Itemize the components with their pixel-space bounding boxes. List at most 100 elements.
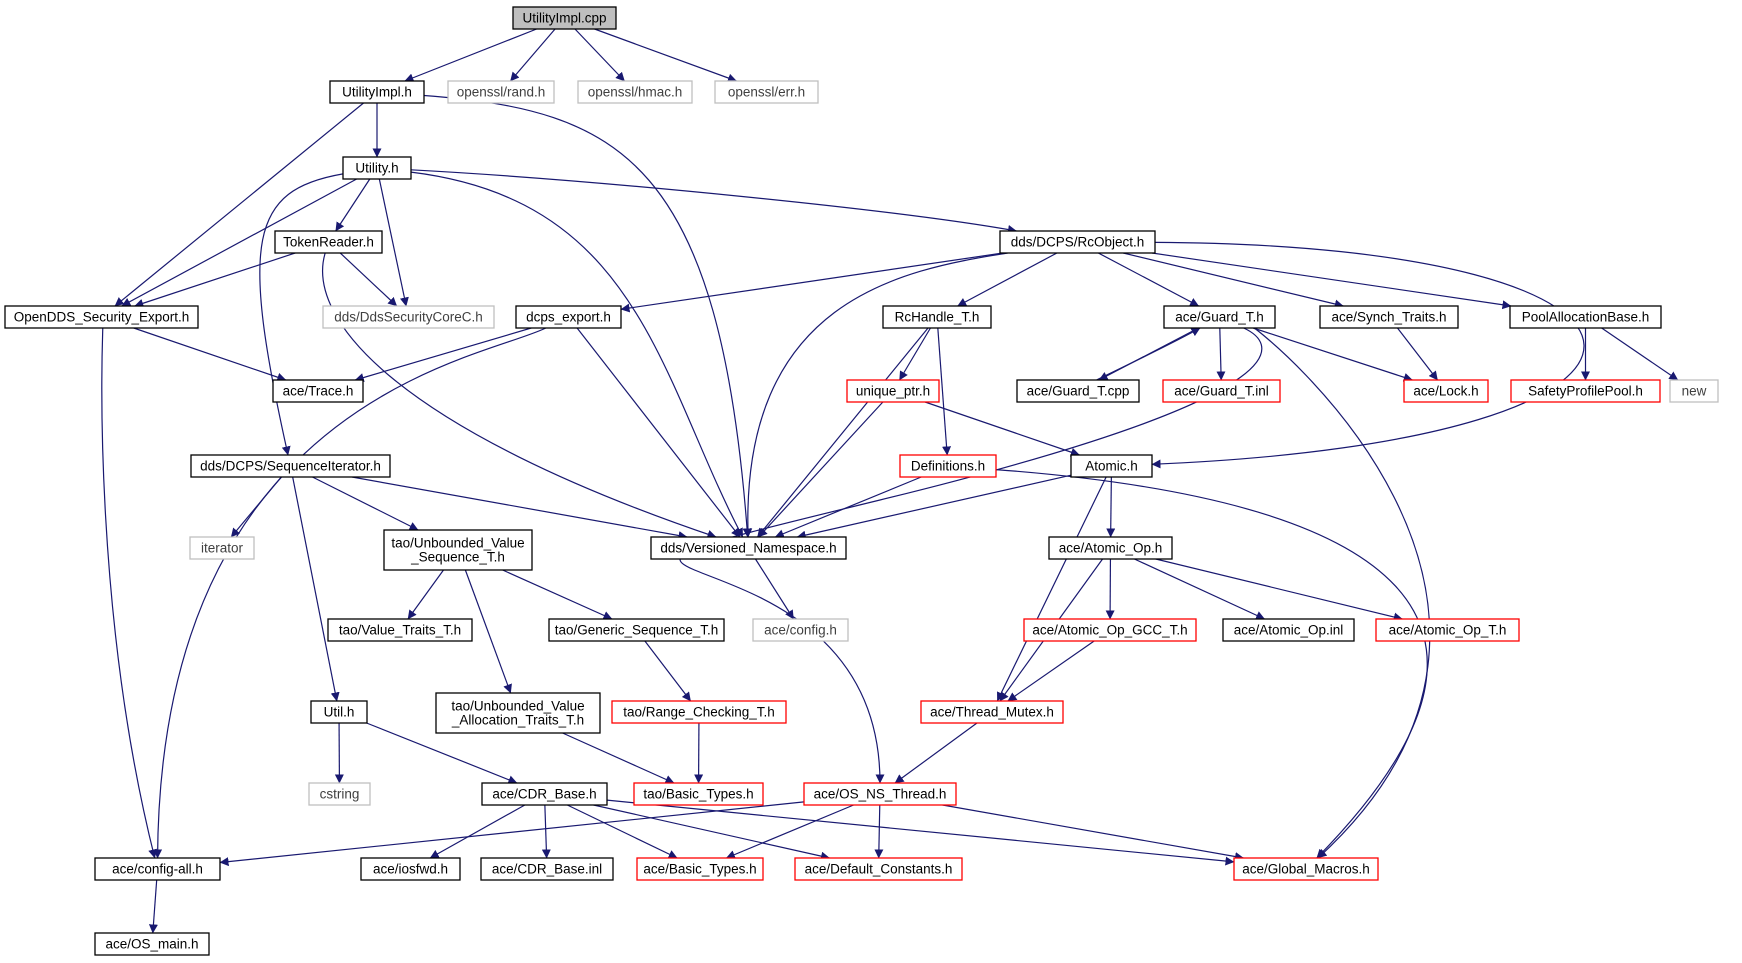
- edge-dcps-export-to-versioned-ns: [576, 327, 741, 538]
- node-box: [1162, 379, 1281, 403]
- edge-unbounded-vseq-to-unbounded-valloc: [464, 569, 512, 694]
- node-security-export[interactable]: OpenDDS_Security_Export.h: [4, 305, 199, 329]
- node-atomic-op-h[interactable]: ace/Atomic_Op.h: [1048, 536, 1173, 560]
- edge-os-ns-thread-to-default-constants: [874, 804, 884, 859]
- edge-rchandle-to-definitions: [937, 327, 952, 456]
- edge-config-all-to-os-main: [148, 879, 158, 934]
- node-label: ace/Global_Macros.h: [1242, 862, 1370, 877]
- node-safetyprofilepool[interactable]: SafetyProfilePool.h: [1510, 379, 1661, 403]
- node-unbounded-valloc[interactable]: tao/Unbounded_Value_Allocation_Traits_T.…: [435, 692, 601, 734]
- edge-dcps-export-to-ace-trace: [354, 327, 532, 382]
- node-util-h[interactable]: Util.h: [310, 700, 368, 724]
- node-utilityimpl-h[interactable]: UtilityImpl.h: [329, 80, 425, 104]
- node-os-ns-thread[interactable]: ace/OS_NS_Thread.h: [803, 782, 957, 806]
- node-box: [1403, 379, 1489, 403]
- node-dcps-export[interactable]: dcps_export.h: [515, 305, 622, 329]
- edge-utility-h-to-versioned-ns: [410, 171, 744, 538]
- node-label: unique_ptr.h: [856, 384, 930, 399]
- node-rchandle[interactable]: RcHandle_T.h: [882, 305, 992, 329]
- node-range-checking[interactable]: tao/Range_Checking_T.h: [611, 700, 787, 724]
- node-label: dds/DCPS/SequenceIterator.h: [200, 459, 381, 474]
- node-atomic-op-gcc[interactable]: ace/Atomic_Op_GCC_T.h: [1023, 618, 1197, 642]
- node-tao-basic-types[interactable]: tao/Basic_Types.h: [633, 782, 764, 806]
- edge-cdr-base-h-to-cdr-base-inl: [541, 804, 551, 859]
- node-box: [322, 305, 495, 329]
- node-label: ace/CDR_Base.h: [492, 787, 596, 802]
- node-ace-trace[interactable]: ace/Trace.h: [272, 379, 364, 403]
- node-utilityimpl-cpp[interactable]: UtilityImpl.cpp: [512, 6, 617, 30]
- edge-definitions-to-versioned-ns: [774, 476, 922, 538]
- edge-rcobject-to-atomic-h: [1151, 241, 1585, 469]
- node-label: openssl/rand.h: [457, 85, 546, 100]
- node-new-h[interactable]: new: [1669, 379, 1719, 403]
- node-openssl-hmac[interactable]: openssl/hmac.h: [577, 80, 693, 104]
- node-guard-t-h[interactable]: ace/Guard_T.h: [1163, 305, 1276, 329]
- node-cdr-base-h[interactable]: ace/CDR_Base.h: [481, 782, 608, 806]
- node-config-all[interactable]: ace/config-all.h: [94, 857, 221, 881]
- node-label: ace/Guard_T.inl: [1174, 384, 1269, 399]
- node-openssl-rand[interactable]: openssl/rand.h: [447, 80, 555, 104]
- node-label: ace/OS_NS_Thread.h: [814, 787, 947, 802]
- node-box: [189, 536, 255, 560]
- node-tokenreader[interactable]: TokenReader.h: [274, 230, 383, 254]
- node-label: openssl/hmac.h: [588, 85, 683, 100]
- node-box: [327, 618, 473, 642]
- node-label: TokenReader.h: [283, 235, 374, 250]
- node-iterator-h[interactable]: iterator: [189, 536, 255, 560]
- node-atomic-op-inl[interactable]: ace/Atomic_Op.inl: [1222, 618, 1355, 642]
- node-sequenceiterator[interactable]: dds/DCPS/SequenceIterator.h: [190, 454, 391, 478]
- node-guard-t-inl[interactable]: ace/Guard_T.inl: [1162, 379, 1281, 403]
- node-label: ace/Atomic_Op_GCC_T.h: [1032, 623, 1187, 638]
- node-atomic-h[interactable]: Atomic.h: [1070, 454, 1153, 478]
- node-ace-config-h[interactable]: ace/config.h: [752, 618, 849, 642]
- node-iosfwd-h[interactable]: ace/iosfwd.h: [360, 857, 461, 881]
- node-definitions[interactable]: Definitions.h: [899, 454, 997, 478]
- node-label: UtilityImpl.h: [342, 85, 412, 100]
- node-label: cstring: [320, 787, 360, 802]
- node-poolallocbase[interactable]: PoolAllocationBase.h: [1509, 305, 1662, 329]
- node-label: ace/Atomic_Op.h: [1059, 541, 1163, 556]
- node-synch-traits[interactable]: ace/Synch_Traits.h: [1319, 305, 1459, 329]
- node-openssl-err[interactable]: openssl/err.h: [714, 80, 819, 104]
- node-box: [1048, 536, 1173, 560]
- node-versioned-ns[interactable]: dds/Versioned_Namespace.h: [650, 536, 847, 560]
- node-ddssecuritycorec[interactable]: dds/DdsSecurityCoreC.h: [322, 305, 495, 329]
- node-cstring-h[interactable]: cstring: [308, 782, 371, 806]
- node-value-traits[interactable]: tao/Value_Traits_T.h: [327, 618, 473, 642]
- node-guard-t-cpp[interactable]: ace/Guard_T.cpp: [1016, 379, 1140, 403]
- node-rcobject[interactable]: dds/DCPS/RcObject.h: [999, 230, 1156, 254]
- node-utility-h[interactable]: Utility.h: [342, 156, 412, 180]
- node-box: [548, 618, 725, 642]
- node-default-constants[interactable]: ace/Default_Constants.h: [794, 857, 963, 881]
- node-generic-seq[interactable]: tao/Generic_Sequence_T.h: [548, 618, 725, 642]
- node-box: [1510, 379, 1661, 403]
- node-label: iterator: [201, 541, 244, 556]
- node-label: dds/DCPS/RcObject.h: [1011, 235, 1145, 250]
- node-global-macros[interactable]: ace/Global_Macros.h: [1233, 857, 1379, 881]
- edge-utilityimpl-cpp-to-openssl-hmac: [574, 28, 625, 82]
- node-unique-ptr[interactable]: unique_ptr.h: [846, 379, 940, 403]
- node-label: tao/Value_Traits_T.h: [339, 623, 461, 638]
- node-label: SafetyProfilePool.h: [1528, 384, 1643, 399]
- node-box: [94, 857, 221, 881]
- node-label: ace/Atomic_Op_T.h: [1389, 623, 1507, 638]
- edge-rcobject-to-synch-traits: [1123, 252, 1344, 309]
- edge-rcobject-to-guard-t-h: [1098, 252, 1200, 307]
- edge-security-export-to-config-all: [101, 327, 158, 859]
- node-os-main[interactable]: ace/OS_main.h: [94, 932, 210, 956]
- edge-guard-t-h-to-ace-lock: [1252, 327, 1413, 382]
- node-cdr-base-inl[interactable]: ace/CDR_Base.inl: [480, 857, 614, 881]
- node-atomic-op-t[interactable]: ace/Atomic_Op_T.h: [1375, 618, 1520, 642]
- node-ace-basic-types[interactable]: ace/Basic_Types.h: [636, 857, 764, 881]
- edge-sequenceiterator-to-iterator-h: [230, 476, 282, 538]
- node-label: tao/Generic_Sequence_T.h: [555, 623, 719, 638]
- edge-sequenceiterator-to-versioned-ns: [351, 476, 688, 540]
- node-unbounded-vseq[interactable]: tao/Unbounded_Value_Sequence_T.h: [383, 529, 533, 571]
- edge-utilityimpl-h-to-security-export: [114, 102, 364, 307]
- node-label: ace/config-all.h: [112, 862, 203, 877]
- node-ace-lock[interactable]: ace/Lock.h: [1403, 379, 1489, 403]
- edge-unique-ptr-to-atomic-h: [924, 401, 1080, 457]
- node-thread-mutex[interactable]: ace/Thread_Mutex.h: [920, 700, 1064, 724]
- node-box: [360, 857, 461, 881]
- edge-generic-seq-to-range-checking: [644, 640, 692, 702]
